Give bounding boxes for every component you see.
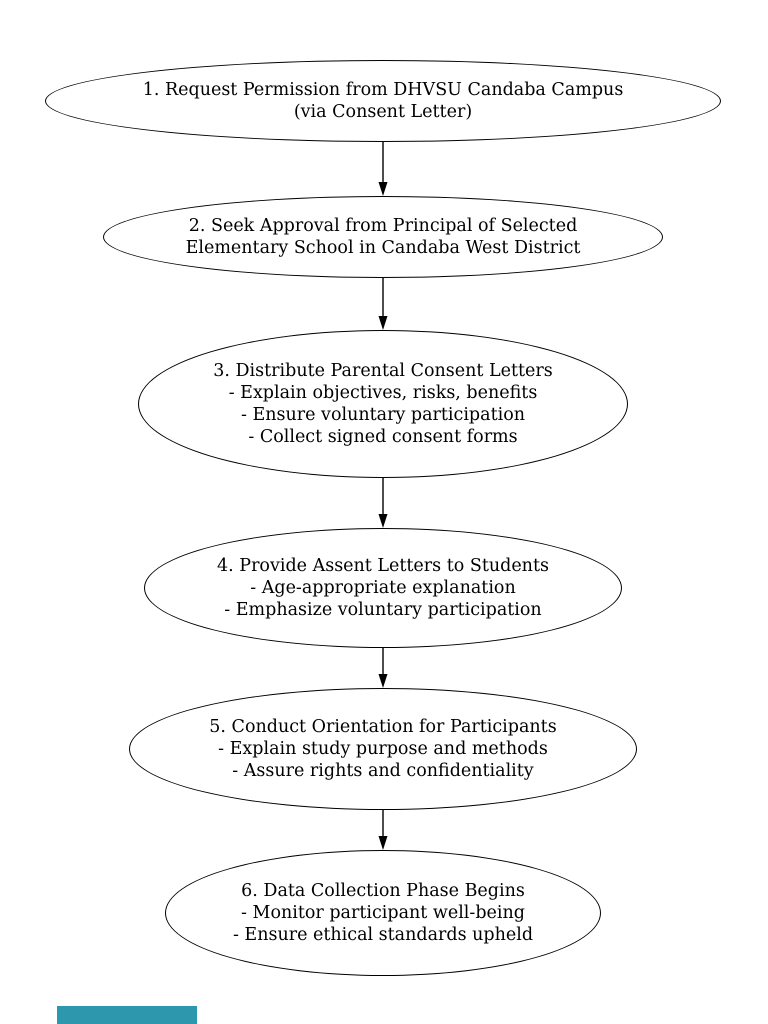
node-text-line: 5. Conduct Orientation for Participants [209,717,557,737]
node-text-line: - Age-appropriate explanation [250,578,516,598]
arrow-down-icon [378,810,388,850]
arrow-down-icon [378,278,388,330]
arrow-down-icon [378,478,388,528]
node-text-line: 4. Provide Assent Letters to Students [217,556,549,576]
flow-node-step2-seek-approval: 2. Seek Approval from Principal of Selec… [103,196,663,278]
flow-node-step4-assent-letters: 4. Provide Assent Letters to Students - … [144,528,622,648]
node-text-line: (via Consent Letter) [293,102,473,122]
node-text-line: - Monitor participant well-being [241,903,525,923]
arrow-down-icon [378,648,388,688]
node-text-line: - Emphasize voluntary participation [224,600,542,620]
node-text-line: - Explain study purpose and methods [218,739,548,759]
node-text-line: 6. Data Collection Phase Begins [241,881,525,901]
arrow-down-icon [378,142,388,196]
node-text-line: 3. Distribute Parental Consent Letters [213,361,553,381]
node-text-line: - Assure rights and confidentiality [232,761,534,781]
footer-accent-bar [57,1006,197,1024]
flow-node-step6-data-collection: 6. Data Collection Phase Begins - Monito… [165,850,601,976]
node-text-line: Elementary School in Candaba West Distri… [185,238,581,258]
node-text-line: - Ensure ethical standards upheld [232,925,534,945]
node-text-line: - Collect signed consent forms [248,427,518,447]
flow-node-step3-distribute-consent: 3. Distribute Parental Consent Letters -… [138,330,628,478]
flow-node-step5-orientation: 5. Conduct Orientation for Participants … [129,688,637,810]
node-text-line: - Explain objectives, risks, benefits [228,383,538,403]
flow-node-step1-request-permission: 1. Request Permission from DHVSU Candaba… [45,60,721,142]
node-text-line: - Ensure voluntary participation [241,405,525,425]
node-text-line: 2. Seek Approval from Principal of Selec… [188,216,578,236]
node-text-line: 1. Request Permission from DHVSU Candaba… [142,80,624,100]
